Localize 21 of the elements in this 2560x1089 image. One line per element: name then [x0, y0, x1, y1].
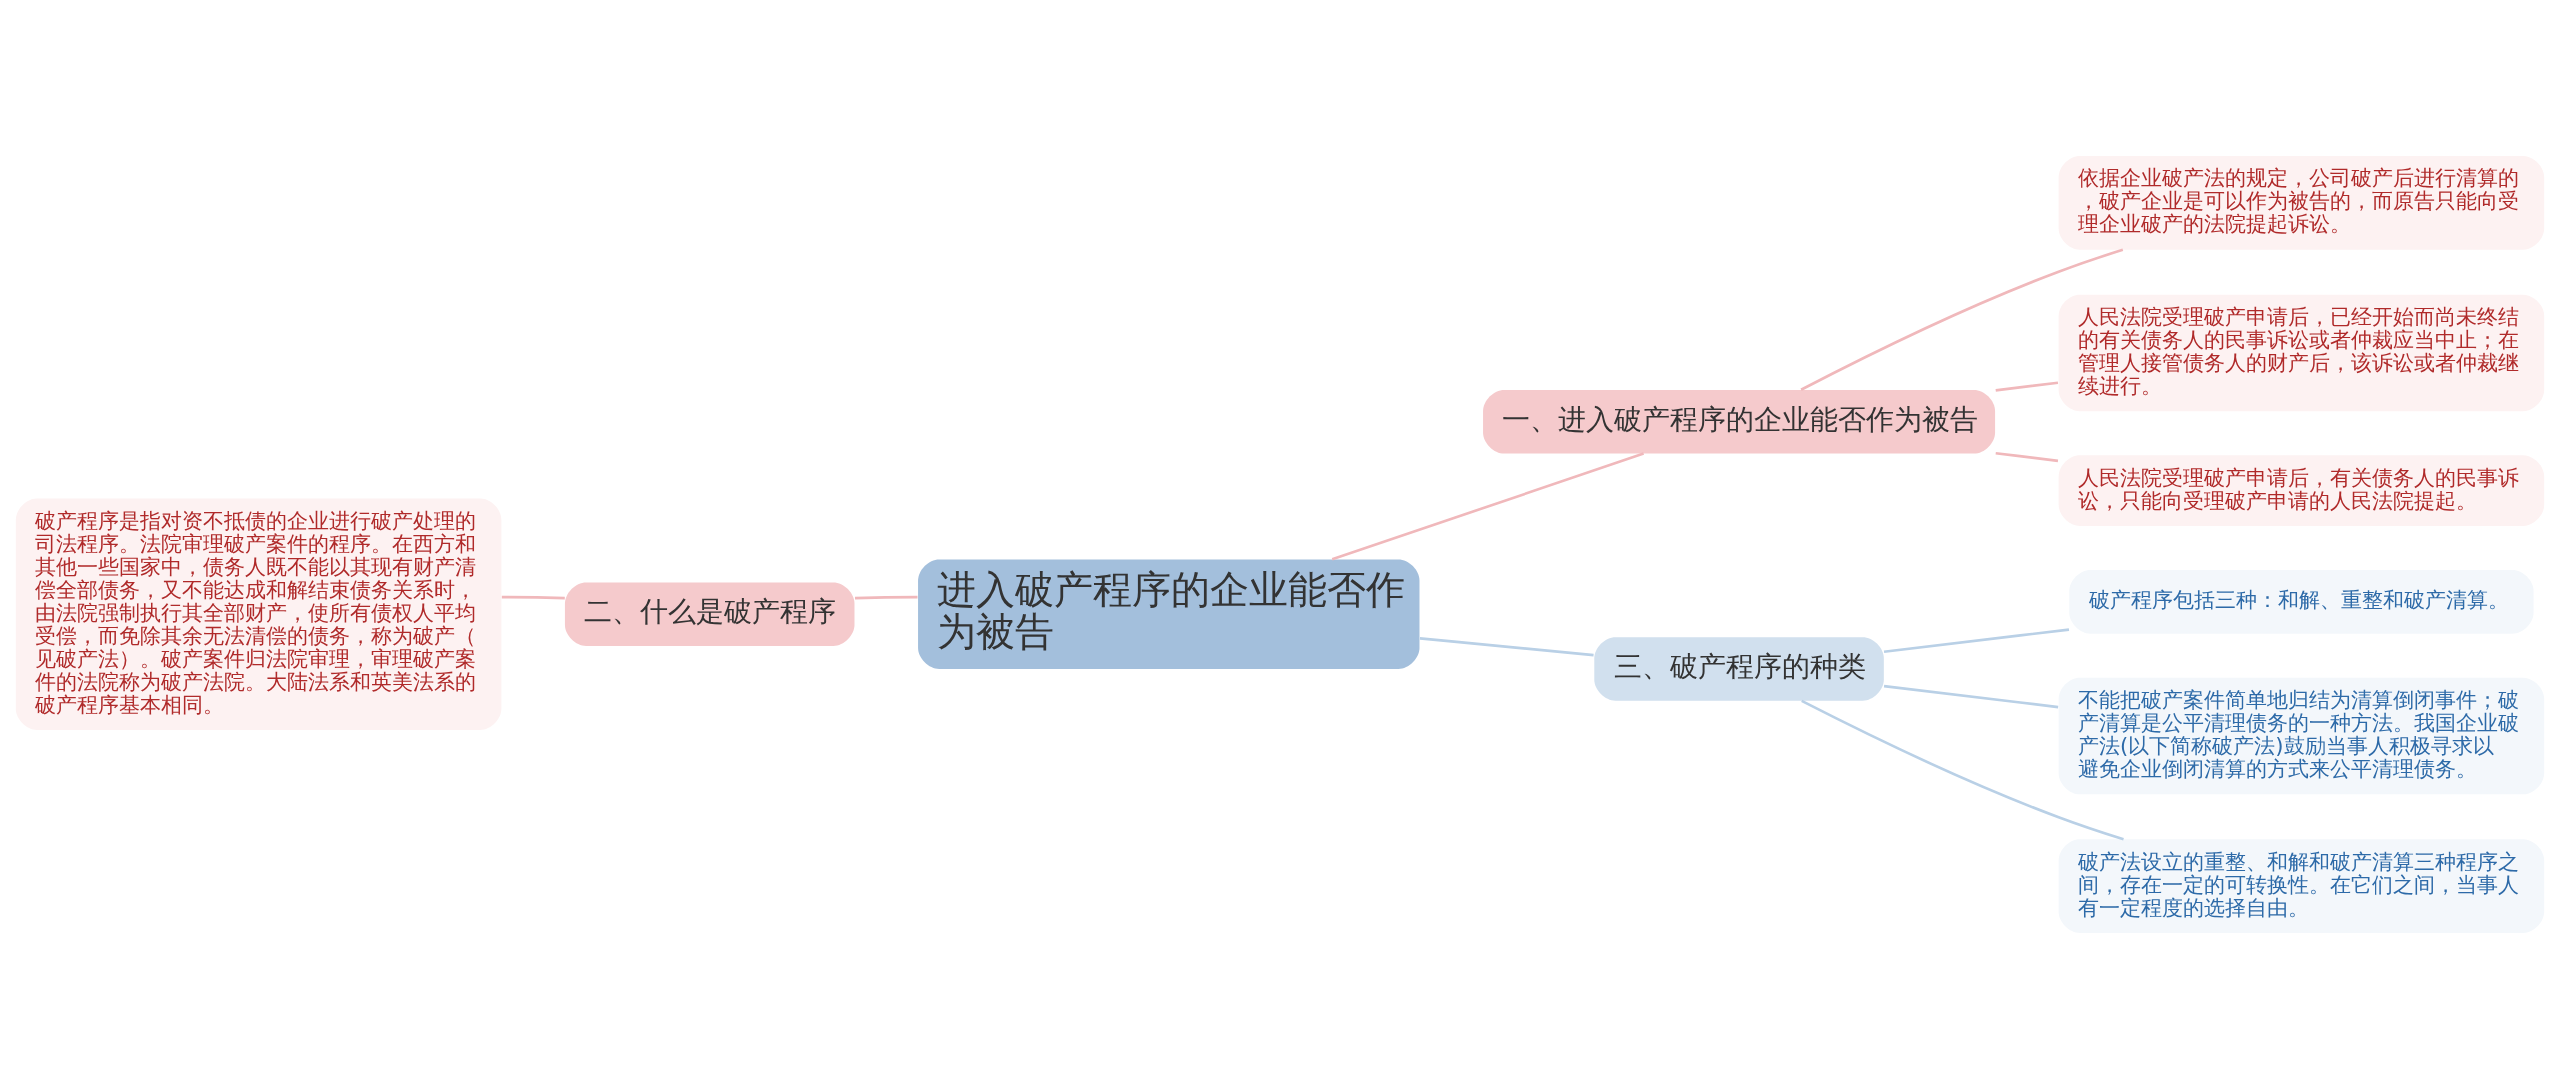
node-box: 破产程序是指对资不抵债的企业进行破产处理的司法程序。法院审理破产案件的程序。在西方和其他一些国家中，债务人既不能以其现有财产清偿全部债务，又不能达成和解结束债务关系时，由法院强制执行其全部财产，使所有债权人平均受偿，而免除其余无法清偿的债务，称为破产（见破产法）。破产案件归法院审理，审理破产案件的法院称为破产法院。大陆法系和英美法系的破产程序基本相同。 — [15, 498, 502, 730]
connector — [1995, 451, 2059, 463]
node-box: 进入破产程序的企业能否作为被告 — [918, 559, 1420, 669]
connector — [1883, 628, 2070, 654]
node-box: 依据企业破产法的规定，公司破产后进行清算的，破产企业是可以作为被告的，而原告只能向受理企业破产的法院提起诉讼。 — [2058, 156, 2545, 250]
node-box: 人民法院受理破产申请后，已经开始而尚未终结的有关债务人的民事诉讼或者仲裁应当中止；在管理人接管债务人的财产后，该诉讼或者仲裁继续进行。 — [2058, 294, 2545, 412]
connector — [1995, 381, 2059, 392]
node-box: 破产法设立的重整、和解和破产清算三种程序之间，存在一定的可转换性。在它们之间，当事人有一定程度的选择自由。 — [2058, 839, 2545, 933]
node-box: 人民法院受理破产申请后，有关债务人的民事诉讼，只能向受理破产申请的人民法院提起。 — [2058, 455, 2545, 526]
node-box: 二、什么是破产程序 — [564, 582, 855, 646]
connector — [1800, 248, 2124, 391]
connector — [854, 595, 918, 600]
connector — [1331, 452, 1645, 561]
connector — [1419, 637, 1594, 657]
node-box: 不能把破产案件简单地归结为清算倒闭事件；破产清算是公平清理债务的一种方法。我国企业破产法(以下简称破产法)鼓励当事人积极寻求以避免企业倒闭清算的方式来公平清理债务。 — [2058, 677, 2545, 795]
connector — [501, 595, 565, 600]
node-box: 三、破产程序的种类 — [1594, 637, 1884, 701]
node-box: 一、进入破产程序的企业能否作为被告 — [1483, 390, 1996, 454]
connector — [1801, 699, 2124, 841]
node-box: 破产程序包括三种：和解、重整和破产清算。 — [2069, 570, 2534, 634]
connector — [1883, 684, 2059, 709]
